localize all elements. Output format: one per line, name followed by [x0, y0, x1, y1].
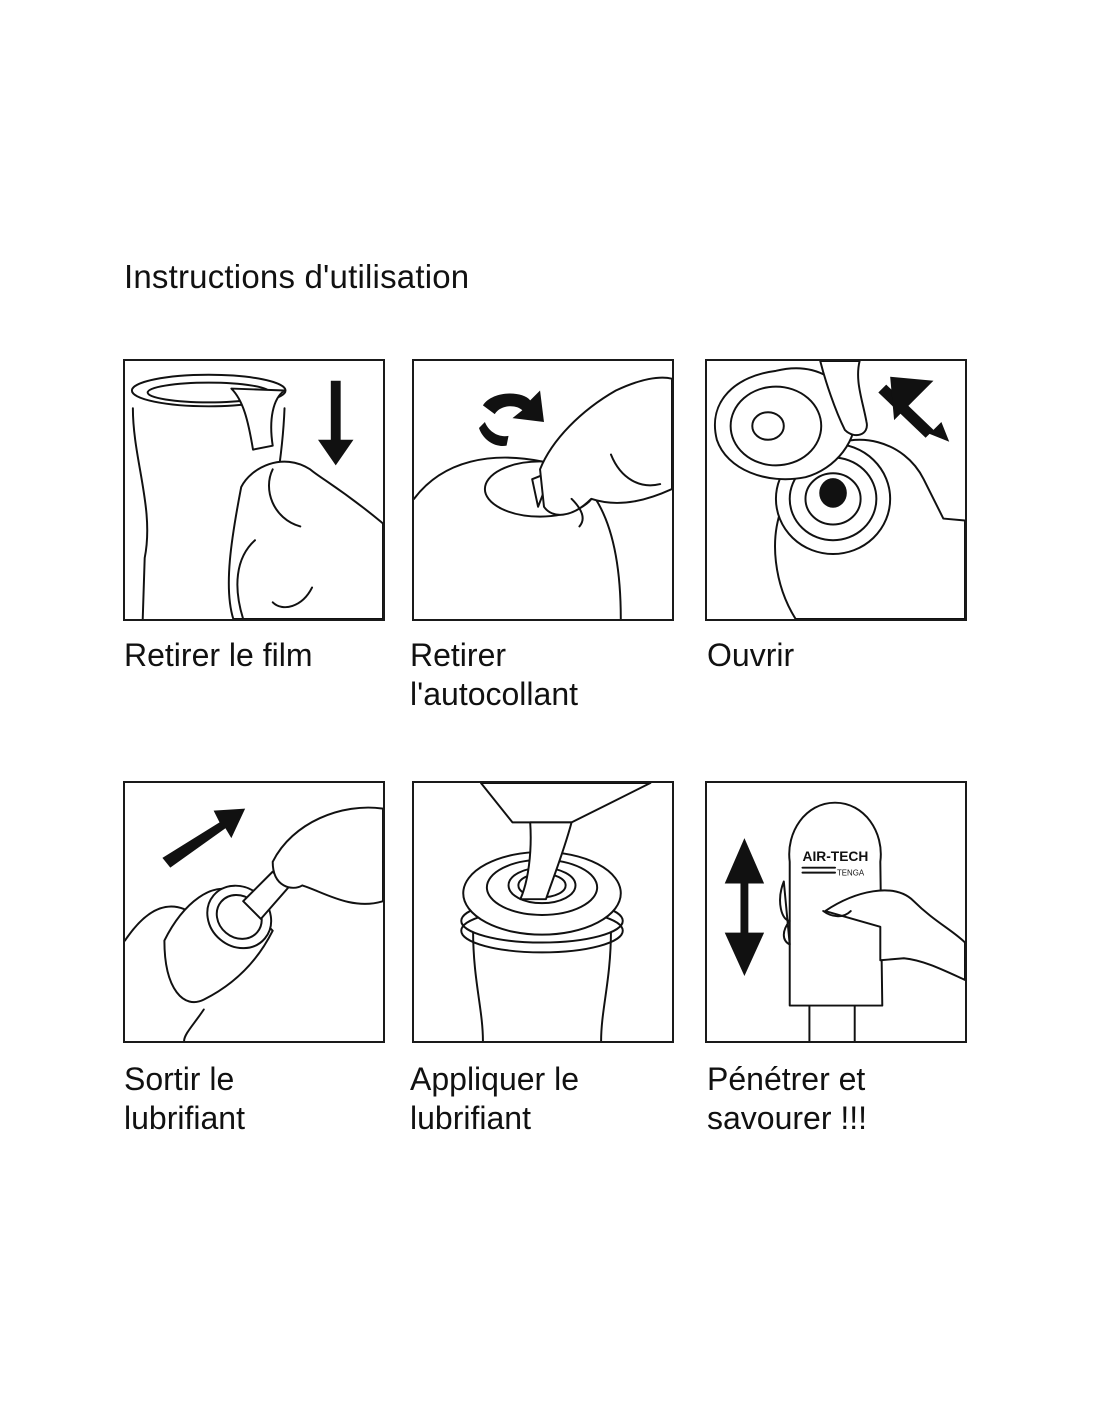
- peel-film-illustration: [130, 373, 383, 619]
- remove-sticker-illustration: [414, 376, 672, 619]
- step-2-caption: Retirer l'autocollant: [410, 637, 578, 712]
- step-6-panel: AIR-TECH TENGA: [705, 781, 967, 1043]
- page-title: Instructions d'utilisation: [124, 258, 470, 295]
- step-4-caption: Sortir le lubrifiant: [124, 1061, 245, 1136]
- product-maker: TENGA: [837, 869, 865, 878]
- rotate-arrow-icon: [482, 390, 544, 423]
- arrow-down-icon: [318, 380, 354, 466]
- take-out-lubricant-illustration: [125, 806, 383, 1041]
- step-3-panel: [705, 359, 967, 621]
- insert-enjoy-illustration: AIR-TECH TENGA: [724, 801, 965, 1041]
- step-3-caption: Ouvrir: [707, 637, 795, 673]
- step-2-panel: [412, 359, 674, 621]
- step-1-panel: [123, 359, 385, 621]
- step-5-panel: [412, 781, 674, 1043]
- step-5-caption: Appliquer le lubrifiant: [410, 1061, 579, 1136]
- open-cap-illustration: [714, 361, 965, 619]
- arrow-up-right-icon: [162, 808, 246, 868]
- step-6-caption: Pénétrer et savourer !!!: [707, 1061, 868, 1136]
- step-1-caption: Retirer le film: [124, 637, 313, 673]
- product-brand: AIR-TECH: [803, 849, 869, 864]
- apply-lubricant-illustration: [460, 783, 652, 1041]
- arrow-up-down-icon: [724, 838, 765, 977]
- step-4-panel: [123, 781, 385, 1043]
